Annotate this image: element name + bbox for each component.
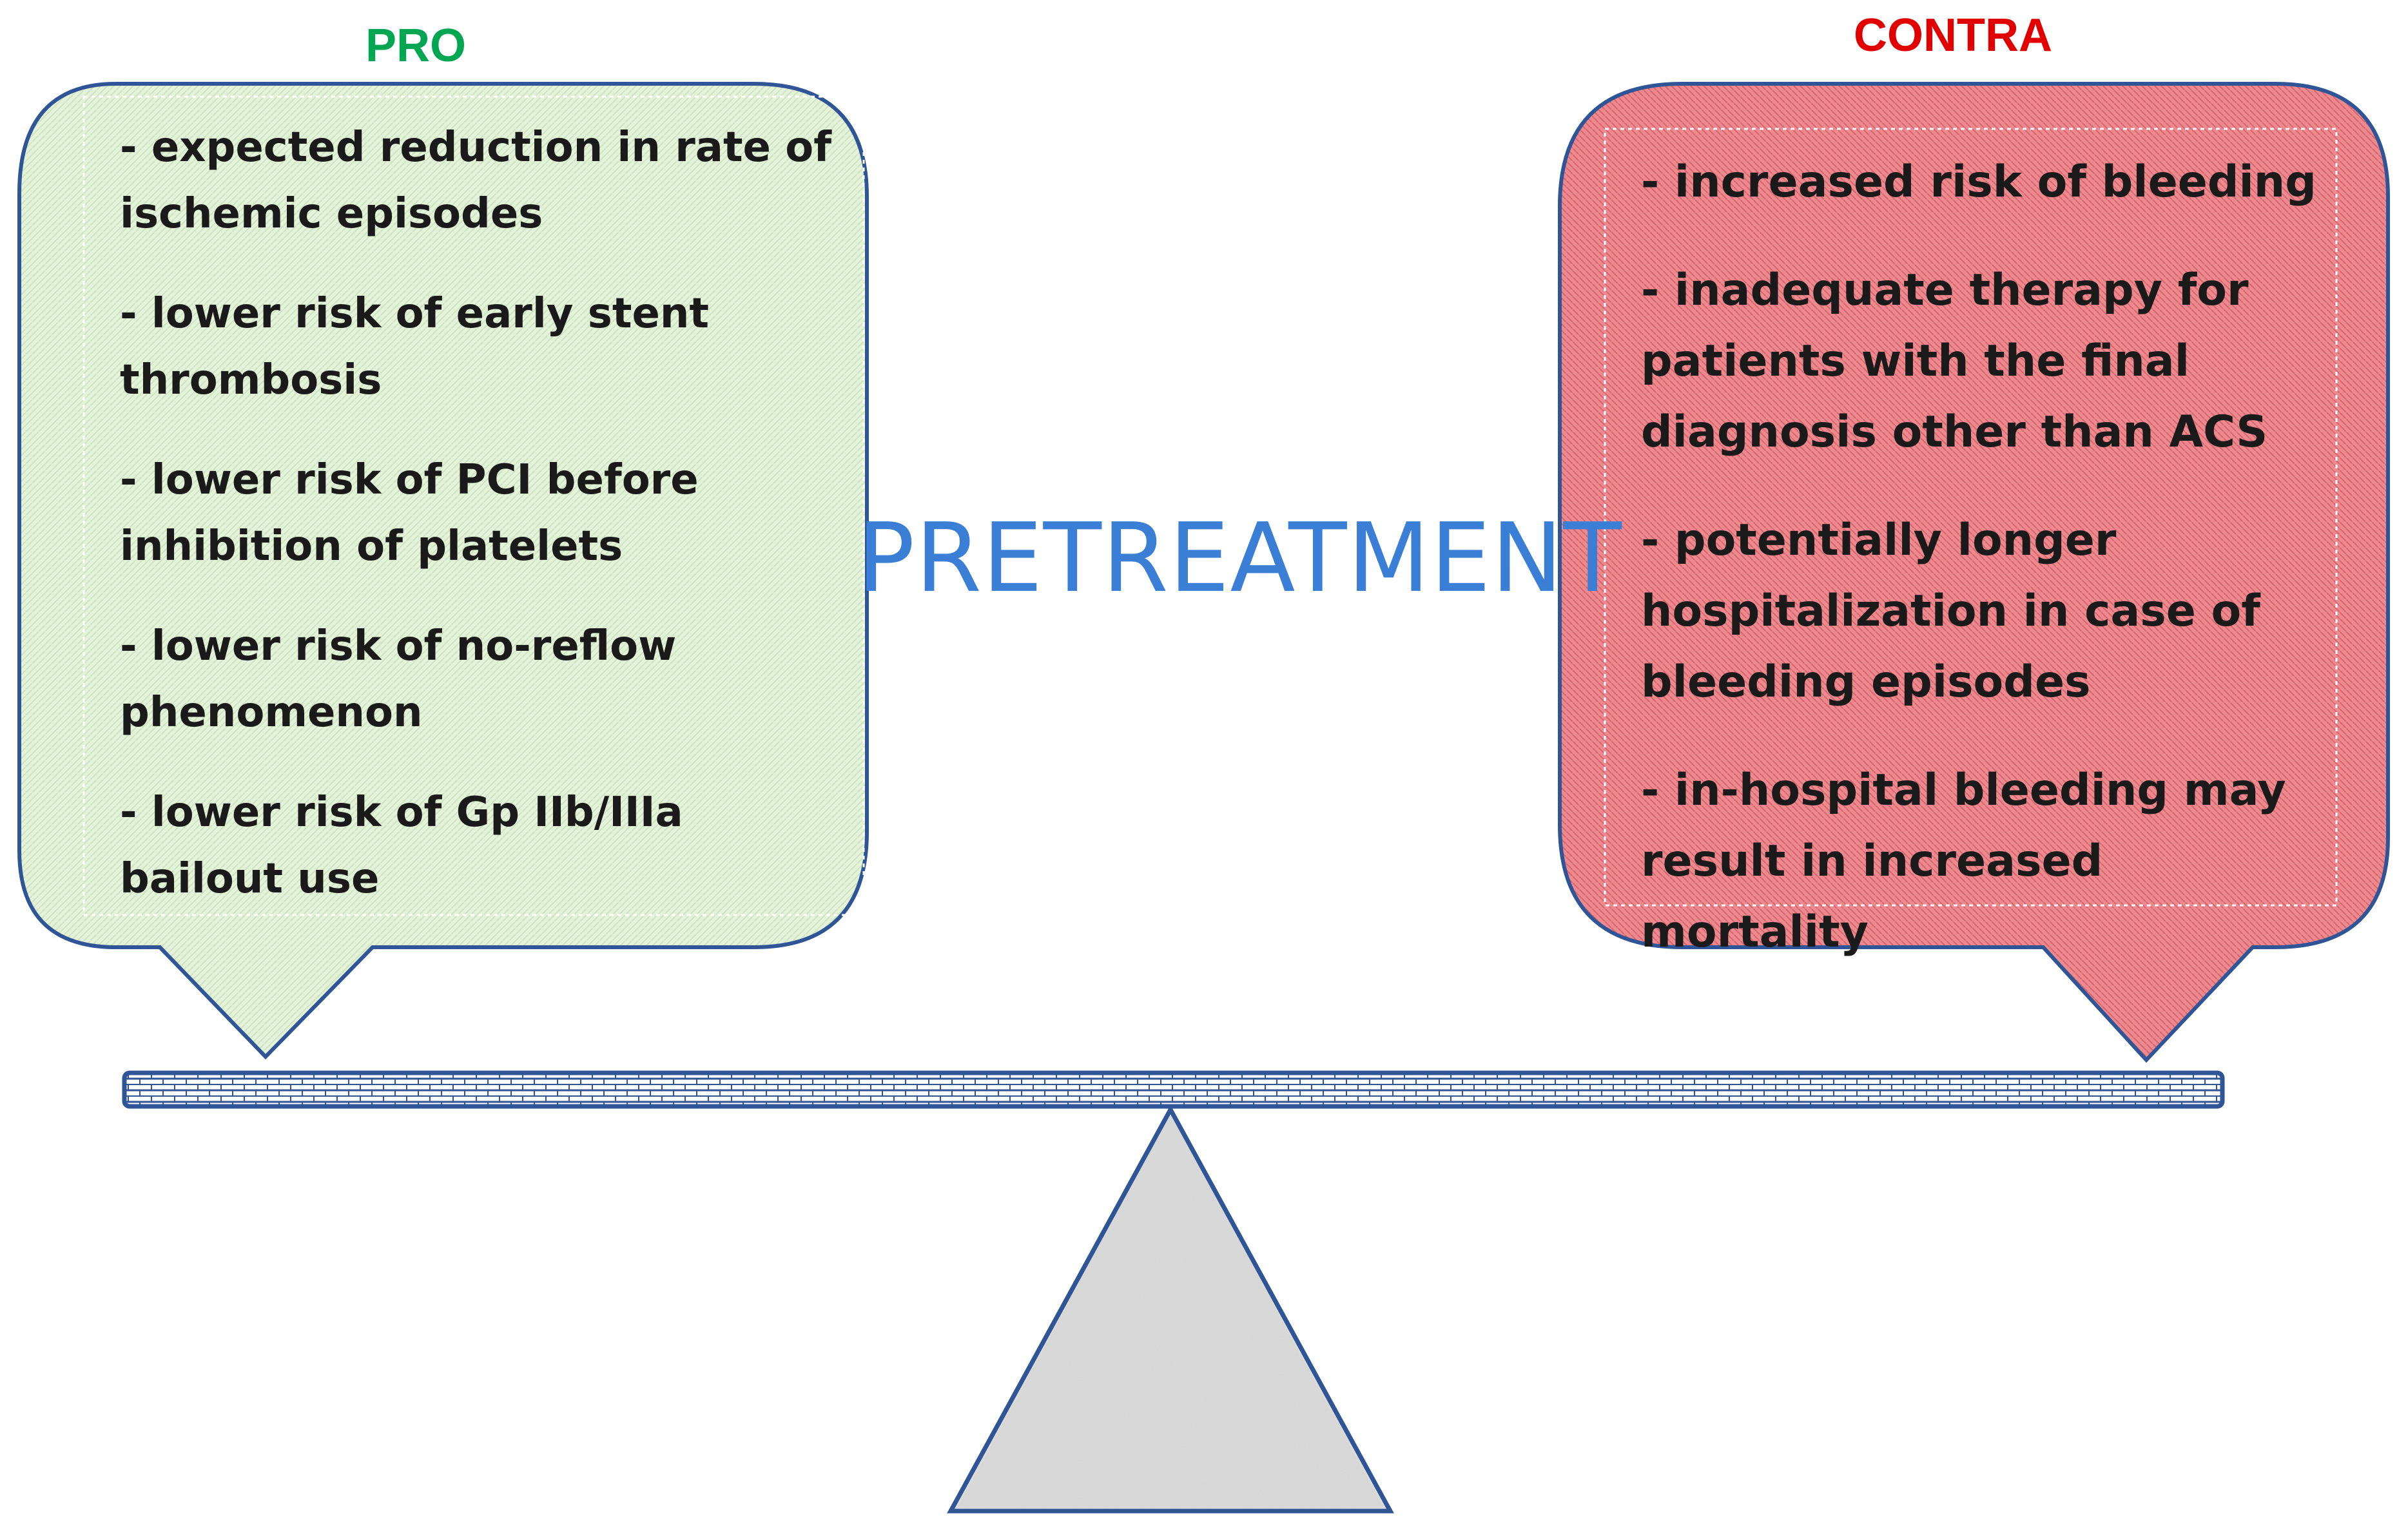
pro-item: - lower risk of early stent thrombosis xyxy=(120,290,709,404)
contra-list: - increased risk of bleeding - inadequat… xyxy=(1641,147,2324,1005)
pro-inner-frame xyxy=(83,95,865,916)
contra-item: - potentially longer hospitalization in … xyxy=(1641,515,2260,708)
pro-item: - lower risk of PCI before inhibition of… xyxy=(120,456,699,570)
pro-item: - lower risk of no-reflow phenomenon xyxy=(120,622,677,737)
pretreatment-title: PRETREATMENT xyxy=(857,503,1622,613)
pro-list: - expected reduction in rate of ischemic… xyxy=(120,115,842,946)
fulcrum-texture xyxy=(957,1115,1384,1508)
pro-item: - expected reduction in rate of ischemic… xyxy=(120,124,832,238)
pro-item: - lower risk of Gp IIb/IIIa bailout use xyxy=(120,789,683,903)
contra-item: - in-hospital bleeding may result in inc… xyxy=(1641,765,2286,958)
contra-item: - increased risk of bleeding xyxy=(1641,157,2316,207)
pro-heading: PRO xyxy=(365,20,467,72)
contra-callout-bubble xyxy=(1558,82,2390,1063)
balance-beam xyxy=(122,1070,2225,1109)
contra-item: - inadequate therapy for patients with t… xyxy=(1641,265,2268,458)
contra-heading: CONTRA xyxy=(1854,10,2052,61)
pro-callout-bubble xyxy=(17,82,869,1060)
contra-inner-frame xyxy=(1604,128,2338,907)
